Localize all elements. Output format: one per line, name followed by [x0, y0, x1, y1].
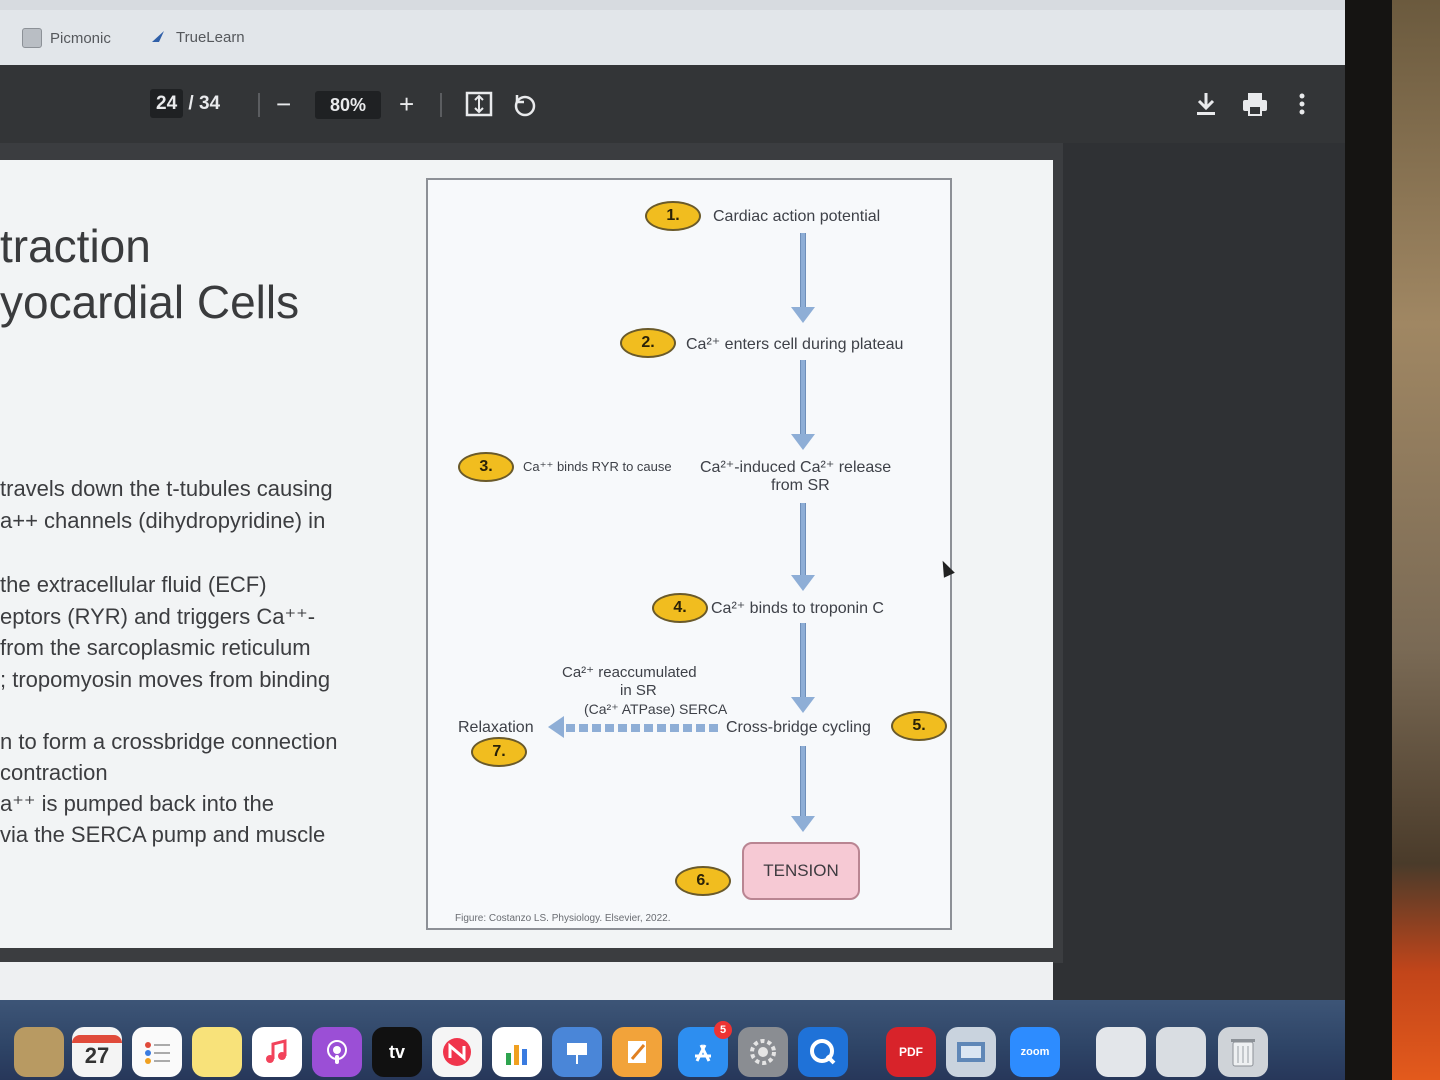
- bookmark-label: Picmonic: [50, 29, 111, 47]
- app-store-badge: 5: [714, 1021, 732, 1039]
- step-label-7: Relaxation: [458, 719, 534, 736]
- dock-news-icon[interactable]: [432, 1027, 482, 1077]
- dock-numbers-icon[interactable]: [492, 1027, 542, 1077]
- flow-arrow: [791, 360, 815, 450]
- bullet-line: a⁺⁺ is pumped back into the: [0, 791, 274, 816]
- flow-arrow: [791, 503, 815, 591]
- figure-credit: Figure: Costanzo LS. Physiology. Elsevie…: [455, 913, 671, 924]
- dock-zoom-icon[interactable]: zoom: [1010, 1027, 1060, 1077]
- tv-label: tv: [388, 1041, 405, 1062]
- step-badge-6: 6.: [675, 866, 731, 896]
- zoom-label: zoom: [1020, 1046, 1050, 1058]
- bookmark-label: TrueLearn: [176, 28, 245, 46]
- step-badge-1: 1.: [645, 201, 701, 231]
- flow-arrow: [791, 233, 815, 323]
- bookmark-truelearn[interactable]: TrueLearn: [150, 28, 245, 46]
- reaccumulated-label-line3: (Ca²⁺ ATPase) SERCA: [584, 701, 728, 717]
- step-label-3-left: Ca⁺⁺ binds RYR to cause: [523, 459, 672, 474]
- bullet-line: ; tropomyosin moves from binding: [0, 667, 331, 692]
- zoom-in-button[interactable]: +: [399, 89, 415, 119]
- step-badge-3: 3.: [458, 452, 514, 482]
- dock-tv-icon[interactable]: tv: [372, 1027, 422, 1077]
- picmonic-icon: [22, 28, 42, 48]
- dock-music-icon[interactable]: [252, 1027, 302, 1077]
- dock-downloads-stack-icon[interactable]: [1156, 1027, 1206, 1077]
- pdf-toolbar: 24 / 34 − 80% +: [0, 65, 1345, 143]
- dock-quicktime-icon[interactable]: [798, 1027, 848, 1077]
- dock-keynote-icon[interactable]: [552, 1027, 602, 1077]
- dock-system-preferences-icon[interactable]: [738, 1027, 788, 1077]
- title-line-1: traction: [0, 220, 151, 272]
- step-label-4: Ca²⁺ binds to troponin C: [711, 600, 884, 617]
- pdf-label: PDF: [899, 1045, 923, 1059]
- print-icon[interactable]: [1241, 91, 1269, 123]
- background-room: [1392, 0, 1440, 1080]
- relaxation-arrow: [548, 716, 722, 738]
- title-line-2: yocardial Cells: [0, 276, 300, 328]
- calendar-day: 27: [84, 1043, 110, 1068]
- bullet-line: a++ channels (dihydropyridine) in: [0, 508, 326, 533]
- step-badge-7: 7.: [471, 737, 527, 767]
- tab-strip-edge: [0, 0, 1345, 10]
- zoom-level-input[interactable]: 80%: [315, 91, 381, 119]
- flow-arrow: [791, 623, 815, 713]
- trash-icon[interactable]: [1218, 1027, 1268, 1077]
- rotate-icon[interactable]: [511, 91, 539, 125]
- bullet-line: n to form a crossbridge connection: [0, 729, 338, 754]
- dock-notes-icon[interactable]: [192, 1027, 242, 1077]
- page-indicator: 24 / 34: [150, 89, 221, 118]
- dock-podcasts-icon[interactable]: [312, 1027, 362, 1077]
- bookmark-picmonic[interactable]: Picmonic: [22, 28, 111, 48]
- screen: Picmonic TrueLearn 24 / 34 − 80% +: [0, 0, 1345, 1080]
- reaccumulated-label-line2: in SR: [620, 682, 657, 699]
- step-label-5: Cross-bridge cycling: [726, 719, 871, 736]
- zoom-out-button[interactable]: −: [276, 89, 292, 119]
- bullet-line: via the SERCA pump and muscle: [0, 822, 326, 847]
- dock-pdf-reader-icon[interactable]: PDF: [886, 1027, 936, 1077]
- dock-calendar-icon[interactable]: 27: [72, 1027, 122, 1077]
- bullet-line: eptors (RYR) and triggers Ca⁺⁺-: [0, 604, 316, 629]
- step-label-3-line2: from SR: [771, 477, 830, 494]
- page-number-input[interactable]: 24: [150, 89, 184, 118]
- next-pdf-page: [0, 962, 1053, 1002]
- dock-reminders-icon[interactable]: [132, 1027, 182, 1077]
- flow-diagram-figure: [426, 178, 952, 930]
- step-label-3: Ca²⁺-induced Ca²⁺ release: [700, 459, 892, 476]
- toolbar-divider: [258, 93, 260, 117]
- page-total: / 34: [188, 93, 221, 114]
- more-options-icon[interactable]: [1297, 91, 1307, 123]
- dock-preview-icon[interactable]: [946, 1027, 996, 1077]
- slide-title: traction yocardial Cells: [0, 218, 299, 330]
- bullet-line: the extracellular fluid (ECF): [0, 572, 267, 597]
- flow-arrow: [791, 746, 815, 834]
- fit-page-icon[interactable]: [465, 91, 493, 123]
- step-badge-2: 2.: [620, 328, 676, 358]
- truelearn-icon: [150, 28, 168, 46]
- bullet-line: contraction: [0, 760, 108, 785]
- dock-app-store-icon[interactable]: 5: [678, 1021, 732, 1077]
- dock-pages-icon[interactable]: [612, 1027, 662, 1077]
- step-label-2: Ca²⁺ enters cell during plateau: [686, 336, 904, 353]
- toolbar-divider: [440, 93, 442, 117]
- dock-contacts-icon[interactable]: [14, 1027, 64, 1077]
- bullet-line: from the sarcoplasmic reticulum: [0, 635, 311, 660]
- dock-document-icon[interactable]: [1096, 1027, 1146, 1077]
- tension-box: TENSION: [742, 842, 860, 900]
- download-icon[interactable]: [1194, 91, 1218, 123]
- bookmarks-bar: Picmonic TrueLearn: [0, 0, 1345, 65]
- step-badge-5: 5.: [891, 711, 947, 741]
- bullet-line: travels down the t-tubules causing: [0, 476, 333, 501]
- step-badge-4: 4.: [652, 593, 708, 623]
- reaccumulated-label-line1: Ca²⁺ reaccumulated: [562, 664, 697, 681]
- step-label-1: Cardiac action potential: [713, 208, 881, 225]
